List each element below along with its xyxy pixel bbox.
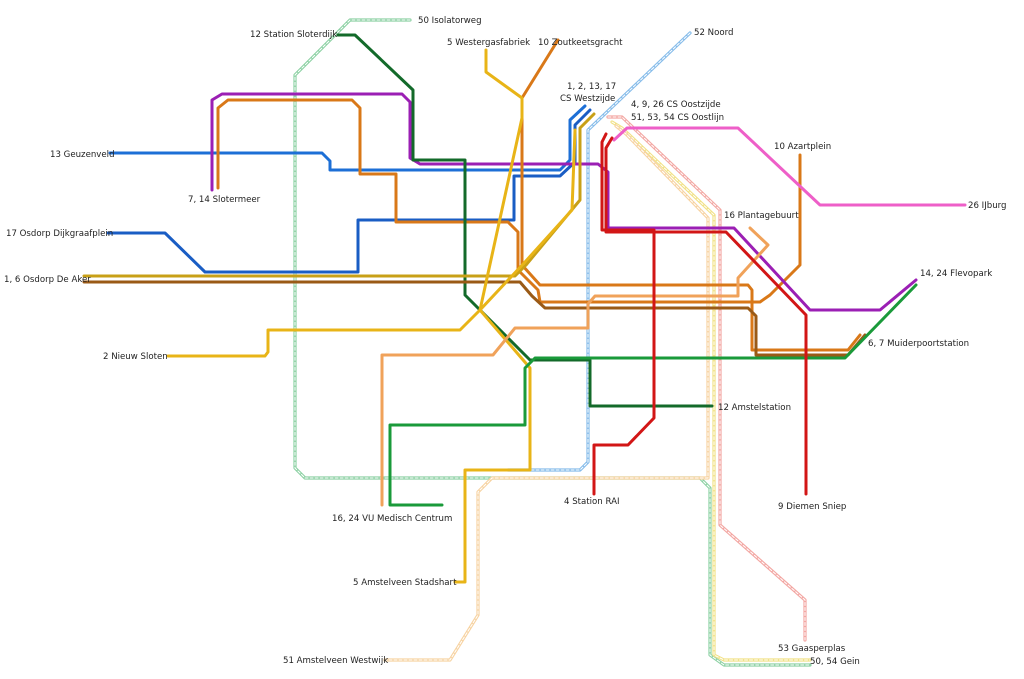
label-amstelstation: 12 Amstelstation: [718, 403, 791, 413]
route-lines: [82, 18, 967, 667]
metro-51-line: [383, 124, 710, 662]
tram-24-line: [388, 283, 918, 507]
tram-9-line: [604, 136, 808, 496]
metro-54-line: [610, 120, 812, 662]
metro-51-core: [384, 125, 709, 661]
label-gaasperplas: 53 Gaasperplas: [778, 644, 846, 654]
label-amstelveen-stadshart: 5 Amstelveen Stadshart: [353, 578, 457, 588]
label-ijburg: 26 IJburg: [968, 201, 1006, 211]
terminus-labels: 50 Isolatorweg 12 Station Sloterdijk 5 W…: [4, 16, 1006, 667]
label-azartplein: 10 Azartplein: [774, 142, 831, 152]
label-osdorp-de-aker: 1, 6 Osdorp De Aker: [4, 275, 91, 285]
metro-50-line: [293, 18, 812, 667]
metro-54-core: [611, 121, 811, 661]
label-noord: 52 Noord: [694, 28, 733, 38]
label-osdorp-dijkgraafplein: 17 Osdorp Dijkgraafplein: [6, 229, 113, 239]
metro-52-core: [507, 32, 691, 471]
label-cs-west-name: CS Westzijde: [560, 94, 615, 104]
label-cs-west-lines: 1, 2, 13, 17: [567, 82, 616, 92]
label-slotermeer: 7, 14 Slotermeer: [188, 195, 261, 205]
tram-7-line: [216, 98, 802, 304]
label-flevopark: 14, 24 Flevopark: [920, 269, 992, 279]
tram-4-line: [592, 132, 656, 496]
label-cs-oost-metro: 51, 53, 54 CS Oostlijn: [631, 113, 724, 123]
label-muiderpoortstation: 6, 7 Muiderpoortstation: [868, 339, 969, 349]
tram-12-line: [336, 33, 714, 408]
tram-26-line: [612, 126, 967, 207]
metro-50-casing: [293, 18, 812, 667]
label-zoutkeetsgracht: 10 Zoutkeetsgracht: [538, 38, 623, 48]
metro-53-core: [607, 116, 806, 641]
tram-16-line: [380, 226, 770, 507]
label-westergasfabriek: 5 Westergasfabriek: [447, 38, 530, 48]
metro-50-core: [294, 19, 811, 666]
tram-13-line: [108, 104, 587, 172]
metro-52-line: [506, 31, 692, 472]
label-isolatorweg: 50 Isolatorweg: [418, 16, 482, 26]
label-plantagebuurt: 16 Plantagebuurt: [724, 211, 799, 221]
label-cs-oost-tram: 4, 9, 26 CS Oostzijde: [631, 100, 721, 110]
label-amstelveen-westwijk: 51 Amstelveen Westwijk: [283, 656, 388, 666]
tram-6-line: [82, 280, 867, 357]
label-nieuw-sloten: 2 Nieuw Sloten: [103, 352, 168, 362]
label-vu-medisch-centrum: 16, 24 VU Medisch Centrum: [332, 514, 452, 524]
label-diemen-sniep: 9 Diemen Sniep: [778, 502, 846, 512]
label-gein: 50, 54 Gein: [810, 657, 860, 667]
label-sloterdijk: 12 Station Sloterdijk: [250, 30, 337, 40]
tram-10-line: [520, 38, 862, 352]
tram-5-line: [453, 48, 532, 584]
tram-2-line: [166, 128, 577, 358]
label-station-rai: 4 Station RAI: [564, 497, 620, 507]
metro-53-line: [606, 115, 807, 642]
tram-14-line: [210, 92, 918, 312]
label-geuzenveld: 13 Geuzenveld: [50, 150, 115, 160]
